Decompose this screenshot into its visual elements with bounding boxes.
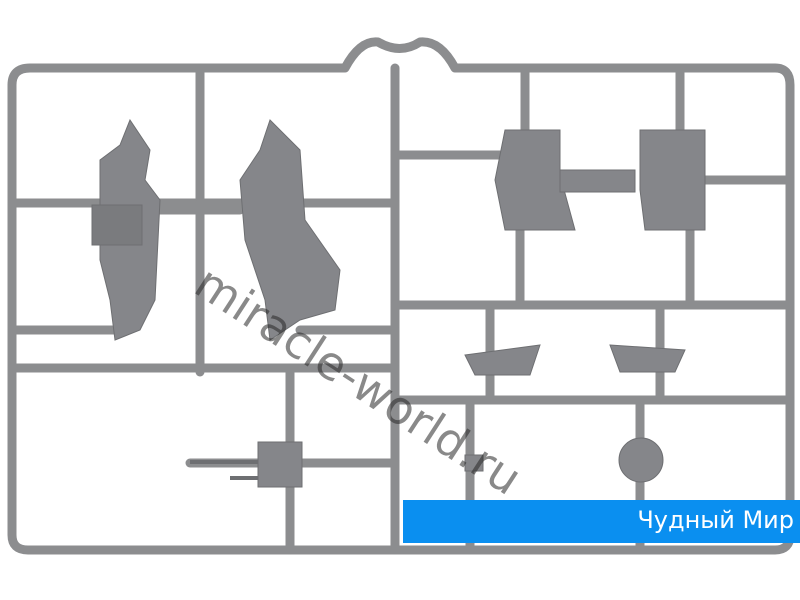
brand-banner: Чудный Мир bbox=[403, 500, 800, 543]
hull-part-right bbox=[239, 119, 341, 341]
sprue-outer-frame bbox=[7, 37, 795, 555]
brand-banner-text: Чудный Мир bbox=[637, 506, 794, 534]
turret-part-2 bbox=[609, 344, 686, 373]
round-part bbox=[618, 437, 664, 483]
gun-mount-part bbox=[257, 441, 303, 488]
frame-part-2 bbox=[639, 129, 706, 231]
frame-part-1 bbox=[494, 129, 576, 231]
turret-part-1 bbox=[464, 344, 541, 376]
